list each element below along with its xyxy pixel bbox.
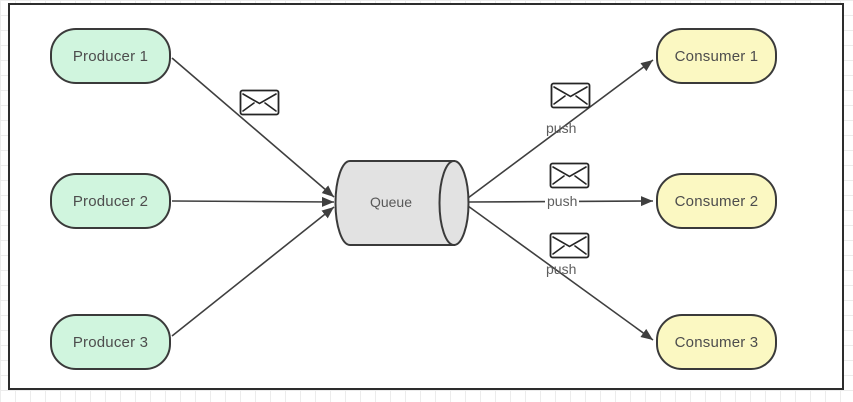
node-consumer-2[interactable]: Consumer 2 xyxy=(656,173,777,229)
edge-queue-to-consumer1 xyxy=(467,59,654,199)
node-producer-3-label: Producer 3 xyxy=(72,333,149,351)
message-envelope-icon[interactable] xyxy=(549,232,590,259)
edge-label-push-3: push xyxy=(546,261,577,277)
node-consumer-1[interactable]: Consumer 1 xyxy=(656,28,777,84)
node-producer-1[interactable]: Producer 1 xyxy=(50,28,171,84)
edge-label-push-2: push xyxy=(545,193,580,209)
edge-producer2-to-queue xyxy=(171,196,335,207)
node-consumer-3-label: Consumer 3 xyxy=(674,333,759,351)
edge-producer1-to-queue xyxy=(171,57,335,198)
edge-queue-to-consumer3 xyxy=(467,205,654,341)
node-producer-1-label: Producer 1 xyxy=(72,47,149,65)
node-consumer-2-label: Consumer 2 xyxy=(674,192,759,210)
queue-cylinder-cap[interactable] xyxy=(438,160,470,246)
edge-producer3-to-queue xyxy=(171,206,335,337)
message-envelope-icon[interactable] xyxy=(239,89,280,116)
node-producer-3[interactable]: Producer 3 xyxy=(50,314,171,370)
message-envelope-icon[interactable] xyxy=(550,82,591,109)
message-envelope-icon[interactable] xyxy=(549,162,590,189)
node-producer-2[interactable]: Producer 2 xyxy=(50,173,171,229)
queue-cylinder-body[interactable] xyxy=(334,160,455,246)
queue-cylinder[interactable] xyxy=(334,160,470,246)
node-consumer-1-label: Consumer 1 xyxy=(674,47,759,65)
edge-label-push-1: push xyxy=(546,120,577,136)
queue-label: Queue xyxy=(369,194,413,210)
node-consumer-3[interactable]: Consumer 3 xyxy=(656,314,777,370)
node-producer-2-label: Producer 2 xyxy=(72,192,149,210)
